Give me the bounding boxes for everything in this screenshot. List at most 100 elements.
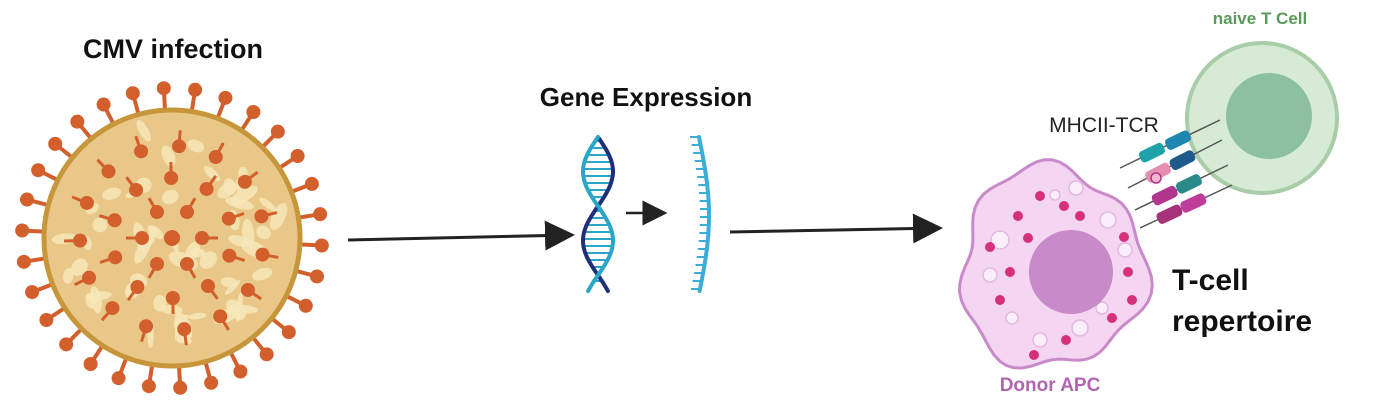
virus-spike-tip [141,379,156,394]
t-cell-icon [1185,41,1339,195]
apc-granule [1075,211,1085,221]
virus-texture-patch [153,294,167,312]
virus-stud [139,319,154,334]
apc-vesicle [1095,301,1109,315]
tcr-domain [1175,174,1202,194]
virus-spike-tip [314,238,329,253]
virus-stud [105,301,120,316]
apc-cell-icon [958,158,1154,370]
virus-texture-patch [220,277,238,288]
virus-stud [107,213,122,228]
apc-granule [1035,191,1045,201]
virus-texture-patch [136,120,151,142]
t-cell-nucleus [1226,73,1312,159]
virus-spike-tip [20,192,35,207]
apc-vesicles [982,180,1133,348]
virus-spike-tip [298,298,313,313]
virus-surface-proteins [64,130,279,346]
virus-stud [150,205,164,220]
tcr-domain [1180,193,1207,213]
arrow-virus-to-gene [347,220,575,251]
apc-granule [1127,295,1137,305]
apc-vesicle [1117,242,1133,258]
apc-vesicle [990,230,1010,250]
mhcii-domain [1151,185,1178,206]
virus-spike-tip [309,269,324,284]
virus-stud [237,174,252,189]
virus-spike-tip [15,223,30,238]
apc-vesicle [1071,319,1089,337]
virus-spike-tip [218,90,233,105]
virus-stud [180,205,194,220]
virus-texture-patch [252,267,273,281]
virus-stud [240,282,255,297]
virus-texture-patch [187,139,205,153]
virus-spike-tip [313,207,328,222]
virus-spike-tip [156,81,171,96]
virus-spike-tip [233,364,248,379]
apc-vesicle [1005,311,1019,325]
apc-granule [1119,232,1129,242]
virus-spike-tip [70,114,85,129]
virus-texture-patch [63,268,74,284]
virus-spike-tip [304,176,319,191]
apc-vesicle [1049,189,1061,201]
virus-spike-tip [96,97,111,112]
virus-texture-patch [85,293,96,309]
virus-texture-patch [217,181,237,199]
virus-stud [164,230,180,246]
virus-stud [134,144,149,159]
virus-spike-tip [173,380,188,395]
arrow-gene-to-apc [729,213,943,244]
virus-spike-tip [59,337,74,352]
virus-spike-tip [125,86,140,101]
dna-strand [581,135,615,293]
apc-granule [1061,335,1071,345]
virus-stud [195,231,209,245]
virus-texture-patch [259,197,276,212]
virus-stud [177,322,192,337]
virus-stud [222,248,237,263]
virus-spike-tip [39,312,54,327]
virus-stud [165,290,180,305]
mhcii-tcr-label: MHCII-TCR [1049,114,1159,137]
virus-stud [101,164,116,179]
virus-texture-patch [199,251,218,269]
gene-expression-label: Gene Expression [540,82,752,112]
mhcii-domain [1156,204,1183,224]
virus-texture-patch [256,225,271,240]
virus-spikes [15,81,329,395]
virus-spike-tip [281,325,296,340]
cmv-virus-icon [15,81,329,395]
rna-icon [690,135,711,293]
virus-stud [73,233,88,248]
virus-texture-patch [92,217,108,233]
virus-stud [164,171,179,186]
cmv-infection-label: CMV infection [83,34,263,64]
virus-texture-patch [161,189,179,205]
apc-vesicle [982,267,998,283]
virus-stud [82,270,97,285]
virus-stud [79,195,94,210]
naive-t-cell-label: naive T Cell [1213,9,1307,28]
virus-stud [255,247,270,262]
virus-stud [200,279,215,294]
virus-spike-tip [259,347,274,362]
virus-texture-patch [189,248,206,258]
virus-spike-tip [246,105,261,120]
virus-stud [199,181,214,196]
virus-texture-patch [188,312,207,320]
apc-granule [1107,313,1117,323]
apc-granules [985,191,1137,360]
virus-texture-patch [70,258,88,276]
apc-vesicle [1099,211,1117,229]
virus-texture-patch [161,145,176,167]
t-cell-repertoire-label-line2: repertoire [1172,305,1312,338]
receptor-icon [1119,119,1233,229]
virus-spike-tip [48,136,63,151]
virus-stud [135,231,149,245]
apc-granule [985,242,995,252]
apc-vesicle [1032,332,1048,348]
virus-stud [130,280,145,295]
